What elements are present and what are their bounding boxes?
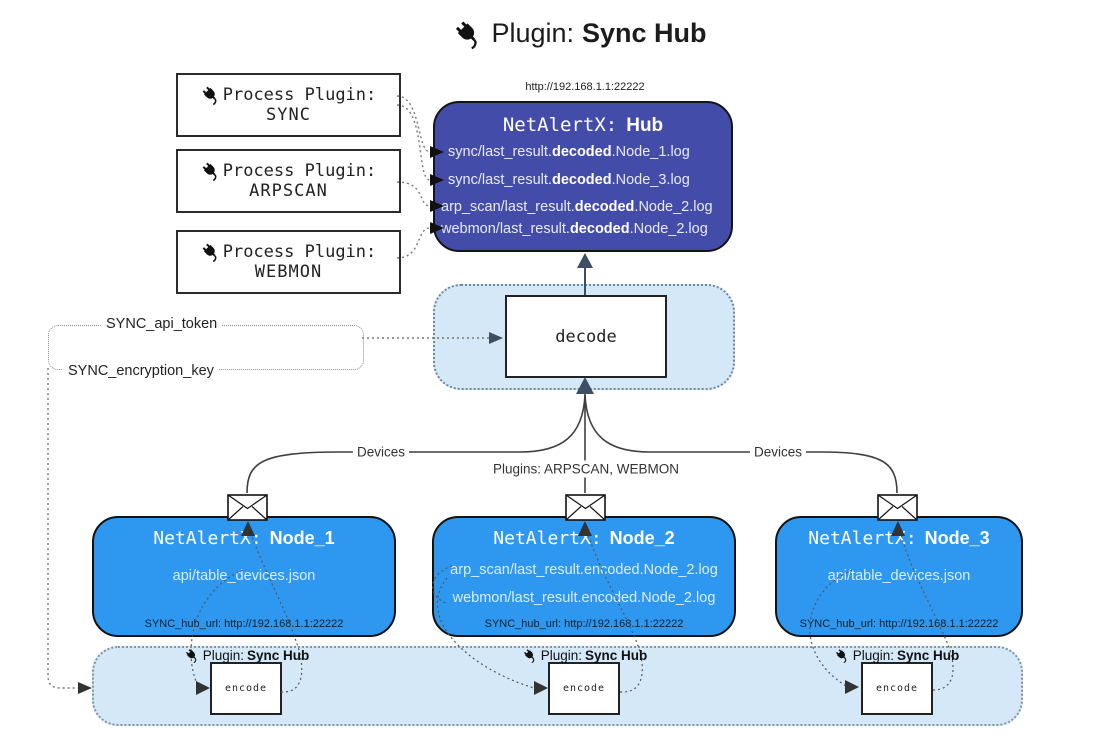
- plug-icon: [453, 19, 483, 49]
- edge-label-plugins: Plugins: ARPSCAN, WEBMON: [488, 460, 684, 478]
- plug-icon: [201, 85, 221, 105]
- plug-icon: [185, 648, 200, 663]
- sync-settings-box: SYNC_api_token SYNC_encryption_key: [48, 316, 364, 379]
- hub-title-name: Hub: [626, 115, 664, 136]
- node-2-hub-url: SYNC_hub_url: http://192.168.1.1:22222: [484, 618, 684, 630]
- node-1-file: api/table_devices.json: [172, 568, 316, 584]
- hub-file-3: arp_scan/last_result.decoded.Node_2.log: [441, 199, 713, 215]
- process-plugin-name: ARPSCAN: [249, 181, 328, 201]
- process-plugin-label: Process Plugin:: [222, 242, 377, 262]
- envelope-icon-node-3: [877, 494, 918, 521]
- page-title: Plugin: Sync Hub: [453, 18, 707, 49]
- encode-box-1: encode: [210, 662, 282, 715]
- hub-file-4: webmon/last_result.decoded.Node_2.log: [441, 221, 708, 237]
- band-label-3: Plugin: Sync Hub: [835, 648, 959, 663]
- node-3-file: api/table_devices.json: [827, 568, 971, 584]
- page-title-label: Plugin:: [491, 18, 575, 48]
- sync-api-token-label: SYNC_api_token: [101, 316, 223, 332]
- node-2-title: NetAlertX:Node_2: [493, 528, 675, 549]
- node-to-decode-edges: [246, 391, 898, 494]
- edge-label-devices-left: Devices: [352, 443, 410, 461]
- hub-title: NetAlertX: Hub: [435, 114, 731, 137]
- settings-to-band-line: [47, 368, 78, 689]
- node-2-box: NetAlertX:Node_2 arp_scan/last_result.en…: [432, 516, 736, 637]
- sync-encryption-key-label: SYNC_encryption_key: [63, 363, 219, 379]
- process-plugin-webmon-header: Process Plugin:: [201, 242, 377, 262]
- node-2-file-1: arp_scan/last_result.encoded.Node_2.log: [450, 562, 718, 578]
- process-plugin-label: Process Plugin:: [222, 85, 377, 105]
- decode-box: decode: [505, 295, 667, 378]
- node-3-title: NetAlertX:Node_3: [808, 528, 990, 549]
- hub-file-1: sync/last_result.decoded.Node_1.log: [448, 144, 690, 160]
- node-1-box: NetAlertX:Node_1 api/table_devices.json …: [92, 516, 396, 637]
- process-plugin-name: SYNC: [266, 105, 311, 125]
- process-plugin-arpscan-header: Process Plugin:: [201, 161, 377, 181]
- hub-url: http://192.168.1.1:22222: [525, 81, 645, 93]
- node-1-title: NetAlertX:Node_1: [153, 528, 335, 549]
- decode-to-hub-arrowhead: [577, 253, 593, 268]
- page-title-name: Sync Hub: [582, 18, 707, 48]
- band-label-1: Plugin: Sync Hub: [185, 648, 309, 663]
- plug-icon: [835, 648, 850, 663]
- envelope-icon-node-1: [227, 494, 268, 521]
- node-1-hub-url: SYNC_hub_url: http://192.168.1.1:22222: [144, 618, 344, 630]
- encode-box-2: encode: [548, 662, 620, 715]
- process-plugin-label: Process Plugin:: [222, 161, 377, 181]
- settings-to-band-arrowhead: [78, 682, 92, 694]
- hub-title-prefix: NetAlertX:: [502, 114, 618, 136]
- process-plugin-sync-header: Process Plugin:: [201, 85, 377, 105]
- encode-box-3: encode: [861, 662, 933, 715]
- edge-label-devices-right: Devices: [749, 443, 807, 461]
- envelope-icon-node-2: [565, 494, 606, 521]
- process-plugin-webmon: Process Plugin: WEBMON: [176, 230, 401, 294]
- plug-icon: [201, 161, 221, 181]
- hub-box: NetAlertX: Hub sync/last_result.decoded.N…: [433, 101, 733, 252]
- node-3-box: NetAlertX:Node_3 api/table_devices.json …: [775, 516, 1023, 637]
- process-plugin-name: WEBMON: [254, 262, 323, 282]
- plug-icon: [523, 648, 538, 663]
- node-3-hub-url: SYNC_hub_url: http://192.168.1.1:22222: [799, 618, 999, 630]
- process-plugin-sync: Process Plugin: SYNC: [176, 73, 401, 137]
- node-2-file-2: webmon/last_result.encoded.Node_2.log: [452, 590, 716, 606]
- plugin-to-hub-connectors: [396, 95, 431, 259]
- process-plugin-arpscan: Process Plugin: ARPSCAN: [176, 149, 401, 213]
- hub-file-2: sync/last_result.decoded.Node_3.log: [448, 172, 690, 188]
- plug-icon: [201, 242, 221, 262]
- band-label-2: Plugin: Sync Hub: [523, 648, 647, 663]
